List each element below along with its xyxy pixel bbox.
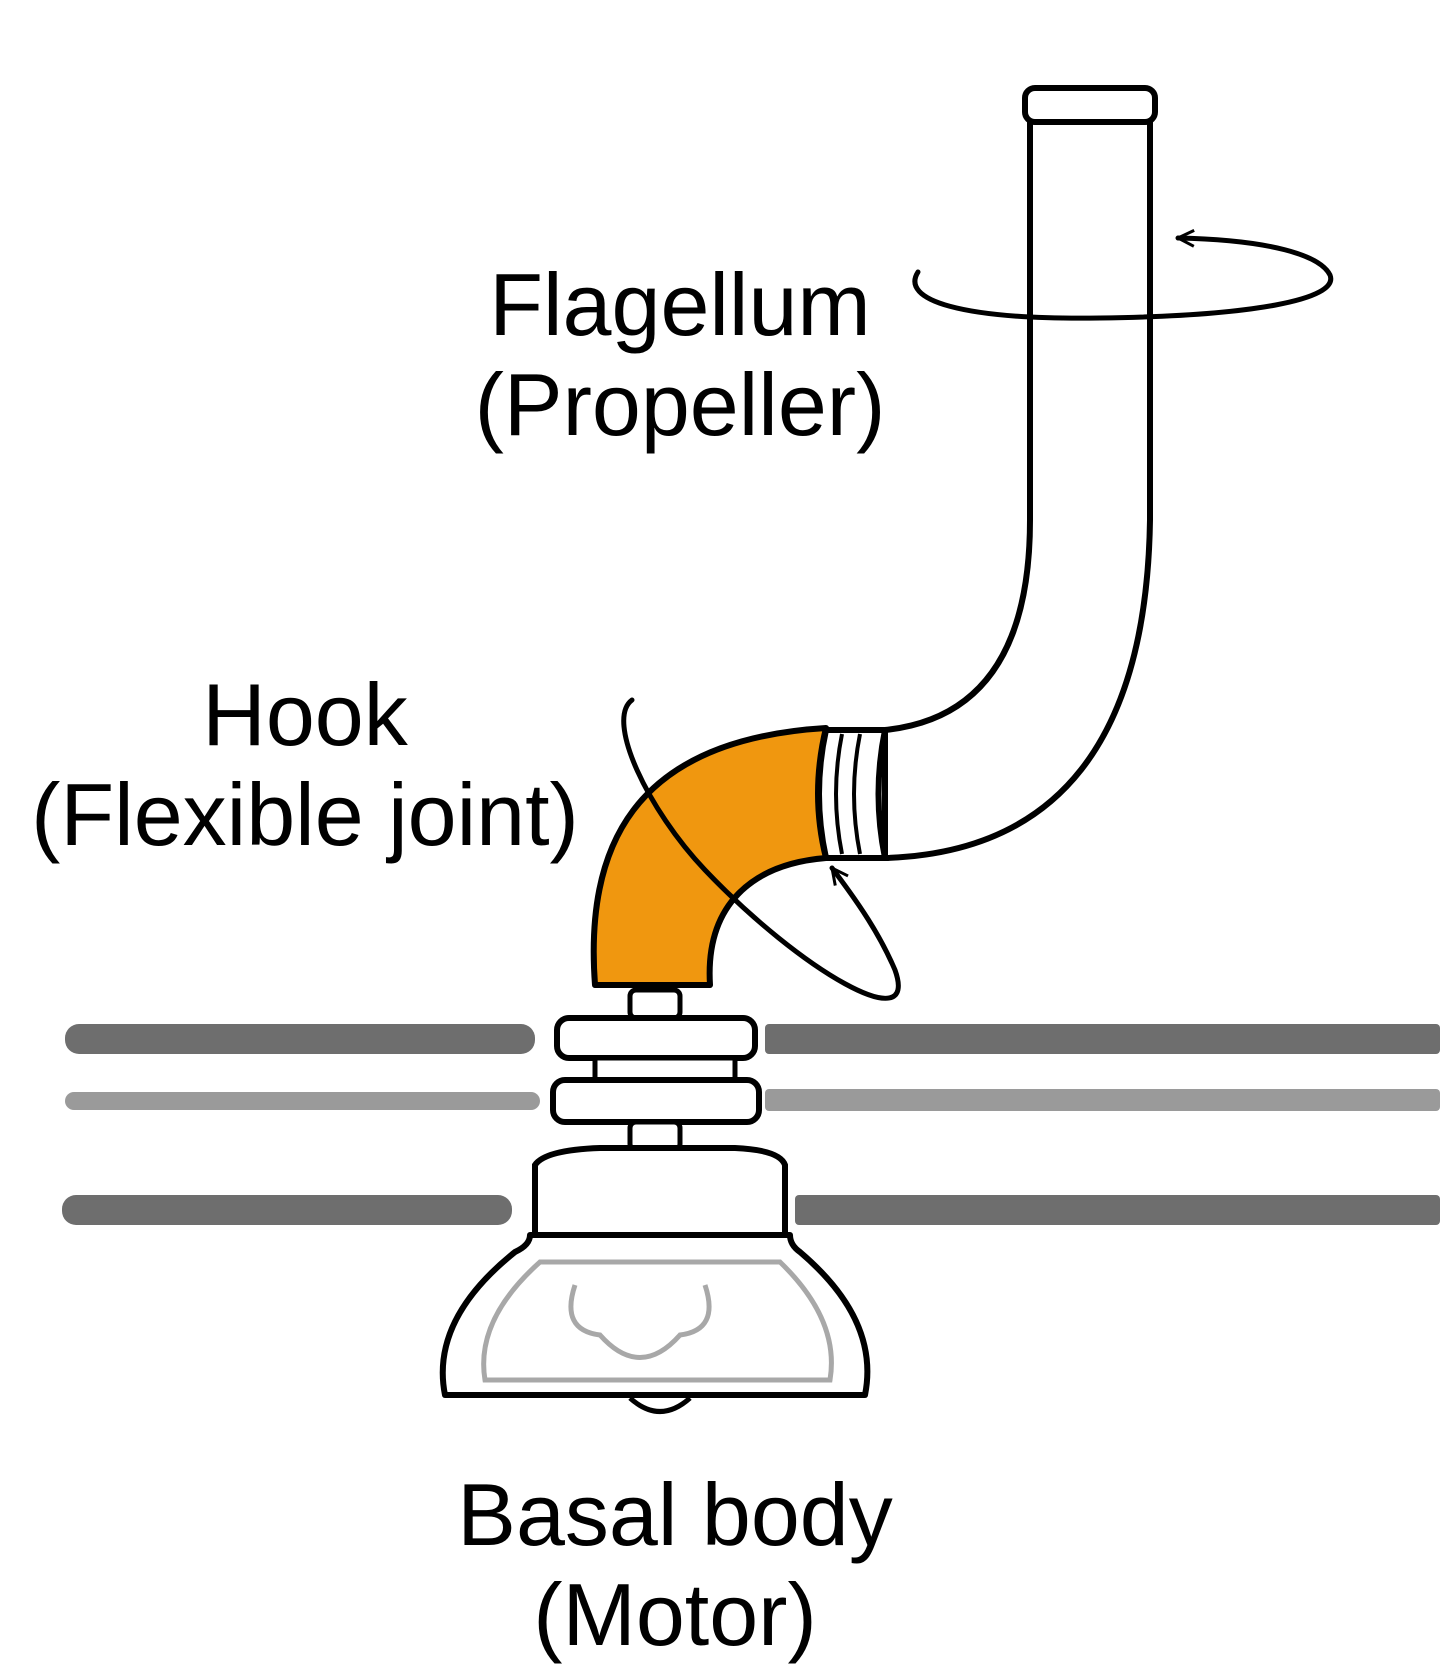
hook: [590, 725, 829, 988]
flagellum-cap: [1022, 85, 1158, 125]
inner-membrane-left: [62, 1195, 512, 1225]
p-ring: [550, 1077, 762, 1125]
flagellum-filament: [882, 85, 1158, 861]
motor-detail: [568, 1284, 712, 1360]
hook-label: Hook (Flexible joint): [0, 665, 610, 865]
hook-role: (Flexible joint): [31, 765, 579, 864]
middle-membrane-left: [65, 1092, 540, 1110]
inner-membrane-right: [795, 1195, 1440, 1225]
hook-filament-junction: [816, 727, 889, 861]
flagellum-label: Flagellum (Propeller): [430, 255, 930, 455]
flagellum-role: (Propeller): [474, 355, 886, 454]
rotation-arrow-hook: [621, 697, 901, 1001]
basal-body-name: Basal body: [457, 1465, 893, 1564]
basal-body-role: (Motor): [533, 1565, 817, 1664]
hook-name: Hook: [202, 665, 408, 764]
outer-membrane-right: [765, 1024, 1440, 1054]
basal-body-label: Basal body (Motor): [410, 1465, 940, 1665]
outer-membrane-left: [65, 1024, 535, 1054]
l-ring: [554, 1015, 758, 1061]
flagellum-name: Flagellum: [489, 255, 871, 354]
rod-top: [627, 987, 683, 1021]
motor-base-tip: [628, 1396, 692, 1414]
cell-membranes: [62, 1024, 1440, 1225]
c-ring-inner: [481, 1259, 834, 1383]
rotation-arrow-flagellum: [912, 238, 1334, 321]
ms-ring: [532, 1145, 788, 1238]
middle-membrane-right: [765, 1089, 1440, 1111]
c-ring: [439, 1232, 871, 1398]
basal-body: [439, 987, 871, 1414]
